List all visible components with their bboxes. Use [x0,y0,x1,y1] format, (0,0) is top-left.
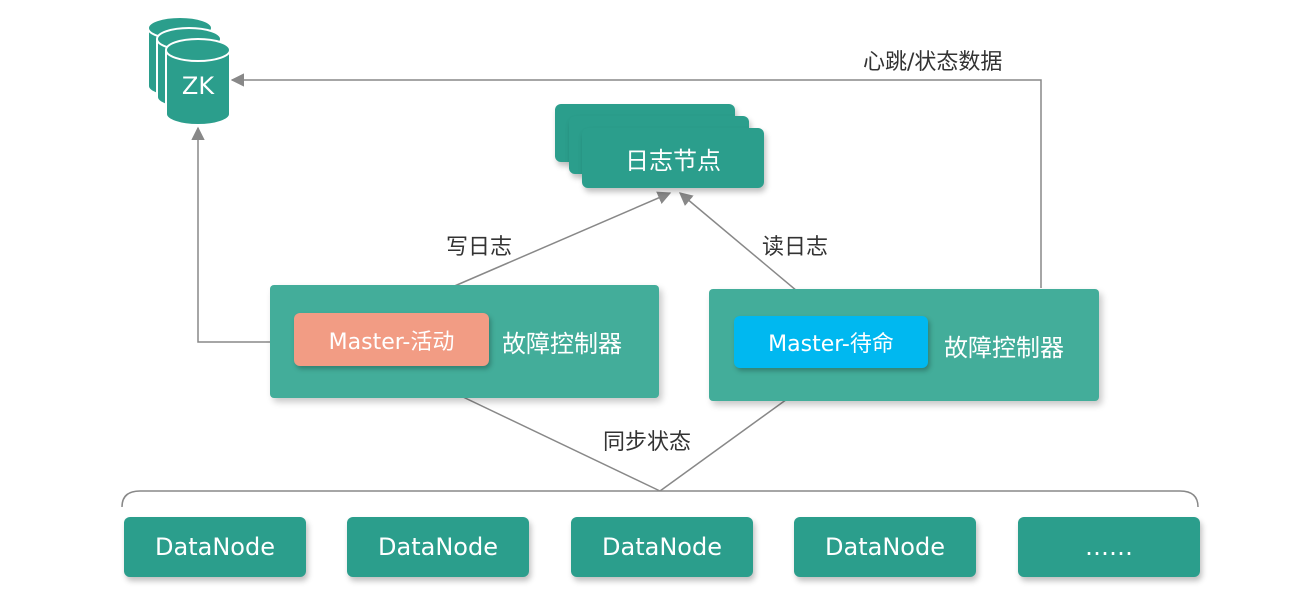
sync-state-label: 同步状态 [603,430,692,455]
read-log-label: 读日志 [762,235,829,260]
zk-database-icon [147,16,231,126]
datanode-brace [121,490,1199,508]
standby-failover-controller: 故障控制器 [944,334,1064,362]
master-standby-box: Master-待命 [734,316,928,368]
datanode-box-2: DataNode [347,517,529,577]
zk-label: ZK [181,72,215,100]
heartbeat-label: 心跳/状态数据 [863,50,1003,75]
datanode-box-more: …… [1018,517,1200,577]
active-to-zk-arrow [191,126,270,343]
datanode-box-4: DataNode [794,517,976,577]
write-log-label: 写日志 [446,235,513,260]
datanode-box-3: DataNode [571,517,753,577]
active-failover-controller: 故障控制器 [502,330,622,358]
log-node-label: 日志节点 [625,146,721,175]
datanode-box-1: DataNode [124,517,306,577]
log-node-box: 日志节点 [582,128,764,188]
heartbeat-arrow [230,73,1042,288]
master-active-box: Master-活动 [294,313,489,366]
